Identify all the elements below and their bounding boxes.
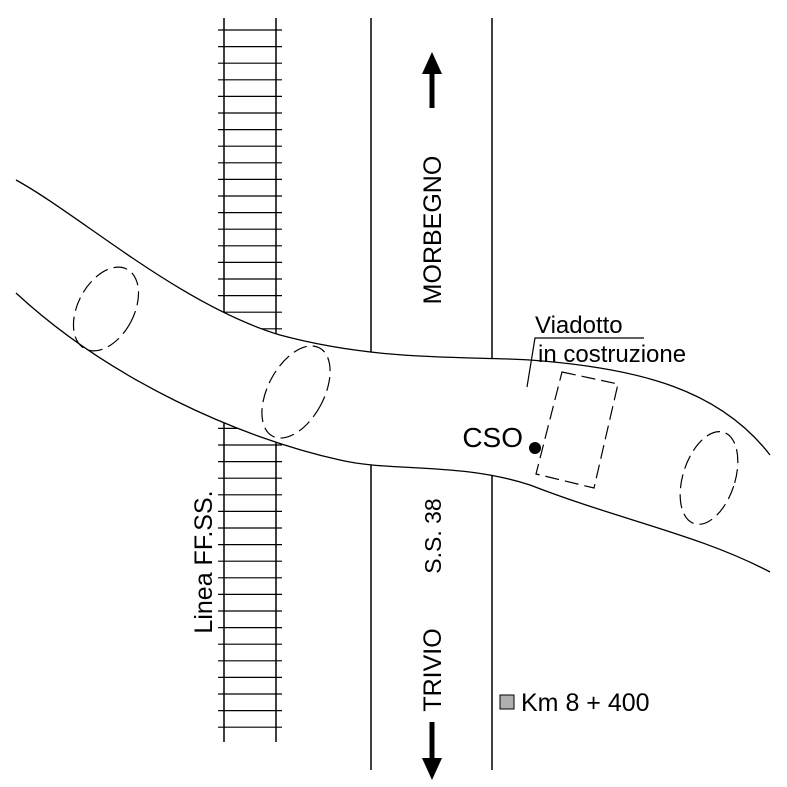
section-3 (679, 431, 739, 525)
viaduct-label-line2: in costruzione (538, 341, 686, 368)
section-1 (72, 266, 140, 352)
tunnel-edge-upper (15, 179, 771, 456)
tunnel-band (16, 180, 770, 572)
arrow-down-icon (422, 722, 442, 780)
square-icon (499, 694, 515, 710)
railway-label: Linea FF.SS. (190, 490, 218, 633)
south-direction-label: TRIVIO (419, 628, 447, 711)
cso-point (529, 442, 541, 454)
arrow-up-icon (422, 52, 442, 108)
tunnel-edge-lower (15, 292, 771, 573)
viaduct-label-line1: Viadotto (535, 312, 623, 339)
section-2 (261, 345, 331, 439)
road-label: S.S. 38 (420, 498, 446, 573)
legend-label: Km 8 + 400 (521, 689, 650, 717)
tunnel-sections (72, 266, 739, 525)
viaduct-leader (526, 337, 644, 388)
north-direction-label: MORBEGNO (419, 156, 447, 305)
viaduct-outline (535, 371, 619, 489)
cso-label: CSO (462, 422, 523, 453)
